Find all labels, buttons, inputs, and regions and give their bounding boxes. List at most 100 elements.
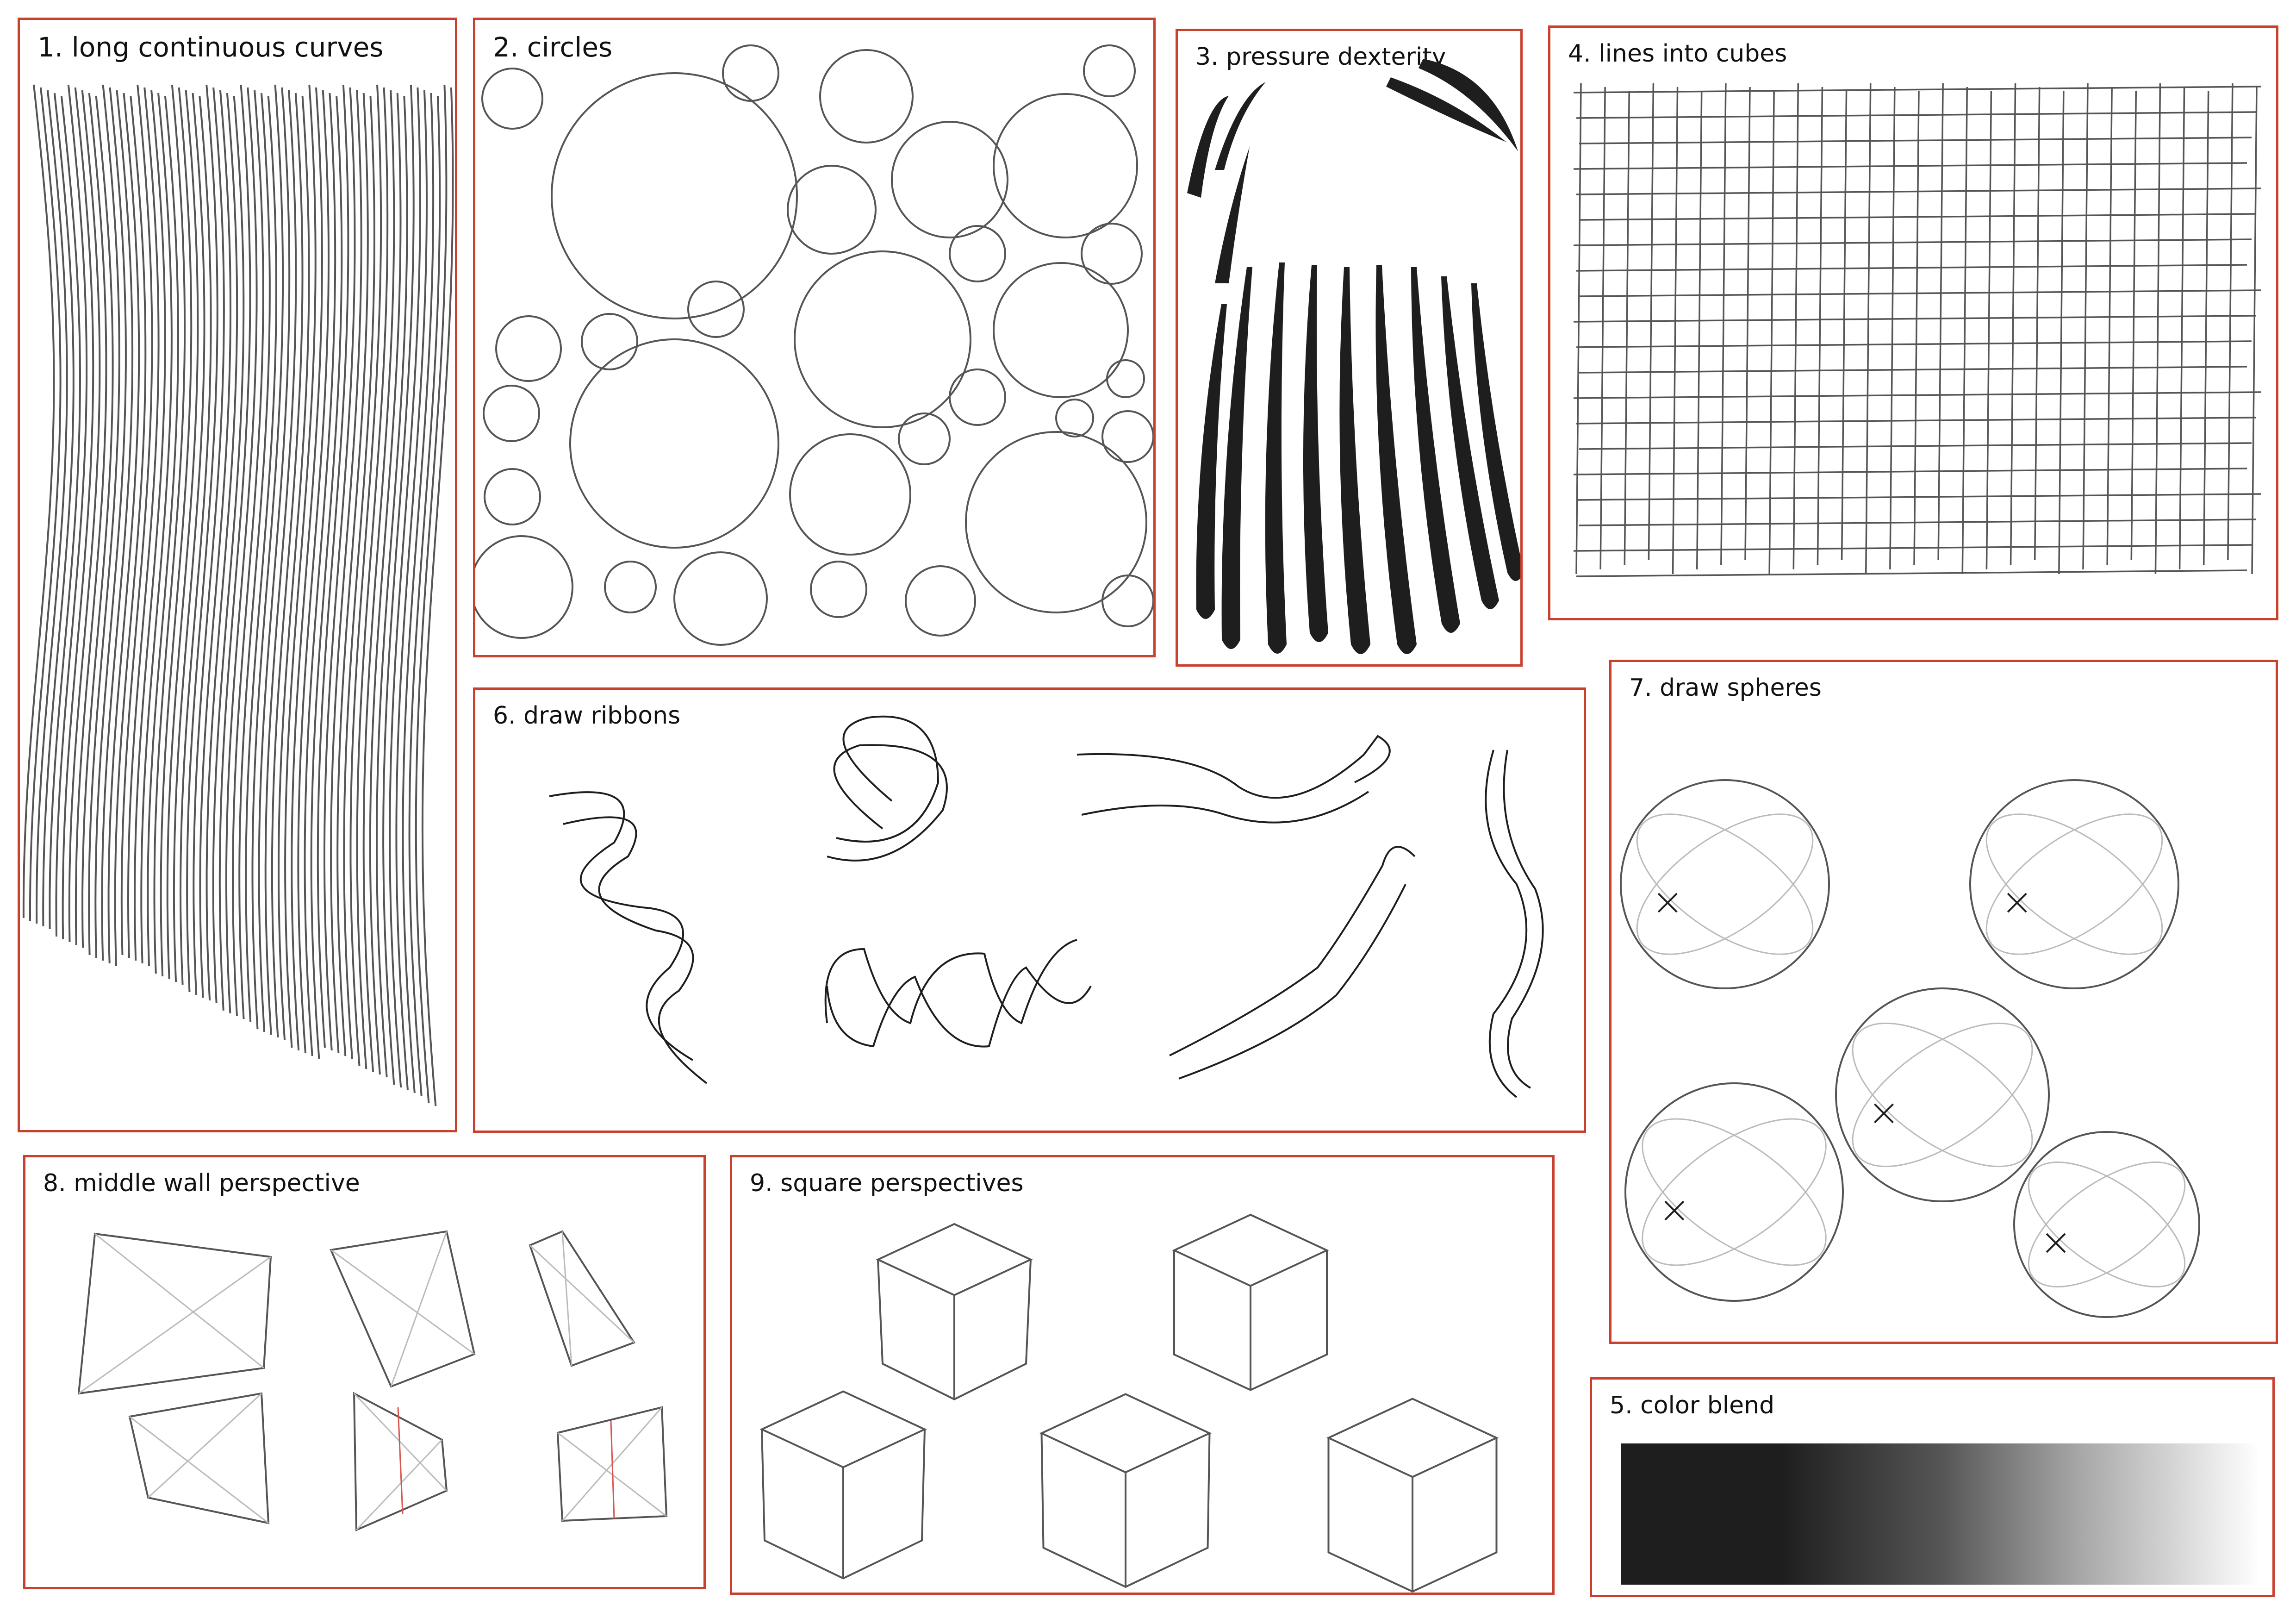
curve-line: [291, 87, 323, 1051]
panel-circles: 2. circles: [473, 18, 1156, 657]
quad-diagonal: [390, 1231, 448, 1387]
circle-stroke: [483, 385, 540, 442]
red-guide-line: [610, 1421, 615, 1519]
sphere-contour: [1642, 1118, 1827, 1266]
panel-pressure-dexterity: 3. pressure dexterity: [1176, 29, 1523, 667]
curve-line: [284, 84, 317, 1048]
pressure-arc: [1419, 59, 1518, 151]
grid-horizontal-line: [1579, 366, 2247, 374]
sphere-outline: [1835, 987, 2050, 1202]
curve-line: [408, 95, 441, 1096]
curve-line: [173, 93, 205, 982]
grid-vertical-line: [1985, 90, 1992, 570]
curve-line: [205, 93, 238, 1001]
quad-diagonal: [78, 1256, 271, 1394]
pressure-strokes-drawing: [1187, 59, 1520, 654]
grid-horizontal-line: [1573, 86, 2261, 94]
circle-stroke: [687, 281, 745, 338]
curve-line: [317, 84, 349, 1048]
quad-diagonal: [529, 1244, 635, 1343]
panel-middle-wall-perspective: 8. middle wall perspective: [23, 1155, 706, 1589]
grid-vertical-line: [1817, 87, 1823, 565]
curve-line: [343, 95, 375, 1059]
curve-line: [218, 84, 251, 1011]
grid-horizontal-line: [1573, 162, 2247, 170]
sphere-contour: [1985, 813, 2163, 955]
grid-vertical-line: [1792, 83, 1799, 570]
grid-vertical-line: [2251, 87, 2258, 575]
panel-title: 7. draw spheres: [1629, 674, 1822, 702]
cube-top-face: [1326, 1398, 1499, 1478]
ribbon-edge: [1169, 846, 1416, 1056]
sphere-contour: [2028, 1162, 2186, 1287]
grid-vertical-line: [1672, 87, 1679, 575]
grid-vertical-line: [1744, 87, 1751, 561]
curve-line: [324, 87, 356, 1051]
sphere-contour: [1642, 1118, 1827, 1266]
circle-stroke: [569, 338, 779, 549]
pressure-stroke: [1196, 304, 1227, 619]
curve-line: [277, 95, 310, 1041]
ribbons-drawing: [549, 715, 1544, 1098]
quad-diagonal: [353, 1393, 448, 1492]
pressure-arc: [1386, 77, 1506, 142]
grid-vertical-line: [2203, 90, 2209, 565]
curve-line: [362, 90, 395, 1072]
curve-line: [310, 95, 343, 1059]
grid-horizontal-line: [1579, 518, 2257, 526]
circle-stroke: [993, 93, 1138, 238]
spheres-drawing: [1620, 779, 2200, 1318]
grid-horizontal-line: [1579, 442, 2252, 450]
circle-stroke: [1083, 44, 1136, 97]
ribbon-edge: [563, 816, 708, 1084]
curve-line: [395, 90, 428, 1091]
pressure-stroke: [1375, 265, 1417, 654]
curve-line: [245, 95, 277, 1022]
grid-vertical-line: [2227, 83, 2234, 561]
quad-diagonal: [147, 1393, 262, 1499]
curve-line: [402, 93, 435, 1093]
sphere-cross-mark: [1874, 1103, 1894, 1124]
panel-lines-into-cubes: 4. lines into cubes: [1548, 25, 2278, 620]
grid-vertical-line: [1937, 83, 1944, 561]
grid-vertical-line: [1865, 83, 1872, 575]
curve-line: [166, 90, 199, 980]
curve-line: [212, 95, 245, 1004]
quad-diagonal: [330, 1249, 475, 1355]
curve-line: [356, 87, 389, 1069]
curve-line: [55, 84, 88, 937]
curve-line: [421, 87, 454, 1106]
curve-line: [114, 95, 147, 967]
panel-title: 4. lines into cubes: [1568, 40, 1787, 68]
pressure-stroke: [1411, 267, 1460, 633]
grid-vertical-line: [2082, 83, 2089, 570]
curve-line: [389, 87, 421, 1088]
grid-horizontal-line: [1579, 289, 2261, 297]
quad-diagonal: [355, 1439, 443, 1531]
quad-outline: [330, 1230, 476, 1388]
curve-line: [179, 95, 212, 985]
panel-title: 8. middle wall perspective: [43, 1169, 360, 1197]
grid-vertical-line: [1599, 87, 1606, 570]
grid-vertical-line: [1575, 83, 1582, 575]
pressure-arc: [1215, 82, 1266, 170]
circle-stroke: [481, 68, 543, 130]
curve-line: [153, 84, 186, 974]
circle-stroke: [794, 250, 971, 428]
grid-horizontal-line: [1573, 544, 2252, 552]
sphere-cross-mark: [2046, 1233, 2066, 1253]
grid-vertical-line: [2034, 87, 2041, 561]
panel-long-continuous-curves: 1. long continuous curves: [18, 18, 457, 1132]
panel-draw-ribbons: 6. draw ribbons: [473, 687, 1586, 1133]
grid-vertical-line: [2130, 90, 2137, 561]
panel-draw-spheres: 7. draw spheres: [1609, 660, 2278, 1344]
circle-stroke: [484, 468, 541, 525]
curve-line: [81, 95, 114, 948]
circle-stroke: [905, 565, 976, 637]
pressure-stroke: [1303, 265, 1328, 642]
curve-line: [29, 87, 62, 921]
circle-stroke: [495, 315, 562, 382]
circle-stroke: [581, 313, 638, 370]
curve-line: [251, 84, 284, 1030]
